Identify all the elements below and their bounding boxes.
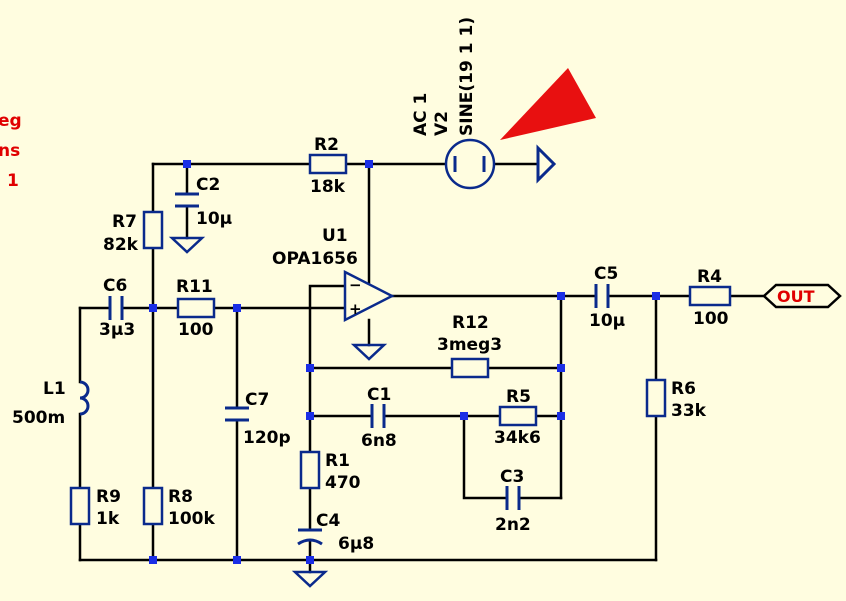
r7-resistor[interactable]	[142, 210, 164, 250]
c7-capacitor[interactable]	[225, 406, 249, 422]
u1-ref: U1	[322, 226, 348, 246]
c4-capacitor[interactable]	[297, 528, 323, 546]
junctions	[149, 160, 660, 564]
c7-value: 120p	[243, 428, 291, 448]
c6-ref: C6	[103, 276, 127, 296]
c3-value: 2n2	[495, 515, 531, 535]
c4-ref: C4	[316, 511, 340, 531]
r8-resistor[interactable]	[142, 486, 164, 526]
r1-resistor[interactable]	[299, 450, 321, 490]
c4-ground-icon	[291, 570, 329, 588]
r8-value: 100k	[168, 509, 215, 529]
r2-ref: R2	[314, 135, 339, 155]
r12-ref: R12	[452, 313, 489, 333]
r11-value: 100	[178, 320, 214, 340]
r9-ref: R9	[96, 487, 121, 507]
r5-value: 34k6	[494, 428, 541, 448]
r12-value: 3meg3	[437, 335, 502, 355]
v2-ground-icon	[536, 144, 557, 184]
r6-value: 33k	[671, 401, 707, 421]
r4-value: 100	[693, 309, 729, 329]
c1-capacitor[interactable]	[370, 404, 386, 428]
c2-ground-icon	[168, 236, 206, 254]
c2-capacitor[interactable]	[175, 192, 199, 208]
u1-ground-icon	[350, 343, 388, 361]
r12-resistor[interactable]	[450, 357, 490, 379]
c7-ref: C7	[245, 390, 269, 410]
r6-ref: R6	[671, 379, 696, 399]
u1-plus-icon: +	[349, 300, 362, 318]
out-label: OUT	[777, 287, 815, 306]
v2-sine-source[interactable]	[444, 138, 496, 190]
v2-ref: V2	[432, 111, 452, 136]
r5-resistor[interactable]	[498, 405, 538, 427]
l1-value: 500m	[12, 408, 65, 428]
r7-value: 82k	[103, 235, 139, 255]
directive-line-2: ns	[0, 141, 20, 161]
r9-resistor[interactable]	[69, 486, 91, 526]
c6-value: 3µ3	[99, 320, 135, 340]
r5-ref: R5	[506, 387, 531, 407]
u1-value: OPA1656	[272, 249, 358, 269]
r1-value: 470	[325, 473, 361, 493]
c5-value: 10µ	[589, 311, 625, 331]
r7-ref: R7	[112, 212, 137, 232]
v2-ac: AC 1	[411, 93, 431, 136]
c2-ref: C2	[196, 175, 220, 195]
r9-value: 1k	[96, 509, 120, 529]
l1-ref: L1	[43, 379, 66, 399]
r2-value: 18k	[310, 177, 346, 197]
u1-opamp[interactable]	[343, 269, 395, 323]
r8-ref: R8	[168, 487, 193, 507]
c3-ref: C3	[500, 467, 524, 487]
directive-line-1: eg	[0, 111, 22, 131]
r4-ref: R4	[697, 267, 722, 287]
c2-value: 10µ	[196, 209, 232, 229]
r2-resistor[interactable]	[308, 153, 348, 175]
probe-cursor-icon	[500, 68, 596, 140]
c1-ref: C1	[367, 385, 391, 405]
u1-minus-icon: −	[349, 276, 362, 294]
c5-capacitor[interactable]	[594, 284, 610, 308]
c1-value: 6n8	[361, 431, 397, 451]
c4-value: 6µ8	[338, 534, 374, 554]
r6-resistor[interactable]	[645, 378, 667, 418]
l1-inductor[interactable]	[79, 380, 90, 416]
directive-line-3: 1	[7, 171, 19, 191]
out-net-flag[interactable]	[762, 283, 842, 309]
c6-capacitor[interactable]	[108, 296, 124, 320]
v2-source: SINE(19 1 1)	[457, 17, 477, 136]
c3-capacitor[interactable]	[505, 486, 521, 510]
r1-ref: R1	[325, 451, 350, 471]
r11-ref: R11	[176, 277, 213, 297]
c5-ref: C5	[594, 264, 618, 284]
r11-resistor[interactable]	[176, 297, 216, 319]
r4-resistor[interactable]	[688, 285, 732, 307]
